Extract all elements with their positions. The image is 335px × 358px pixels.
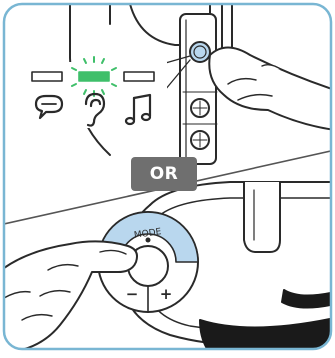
- or-separator-badge: OR: [131, 157, 197, 191]
- plus-symbol: +: [160, 285, 173, 303]
- minus-symbol: −: [126, 285, 139, 303]
- hand-top: [209, 48, 335, 131]
